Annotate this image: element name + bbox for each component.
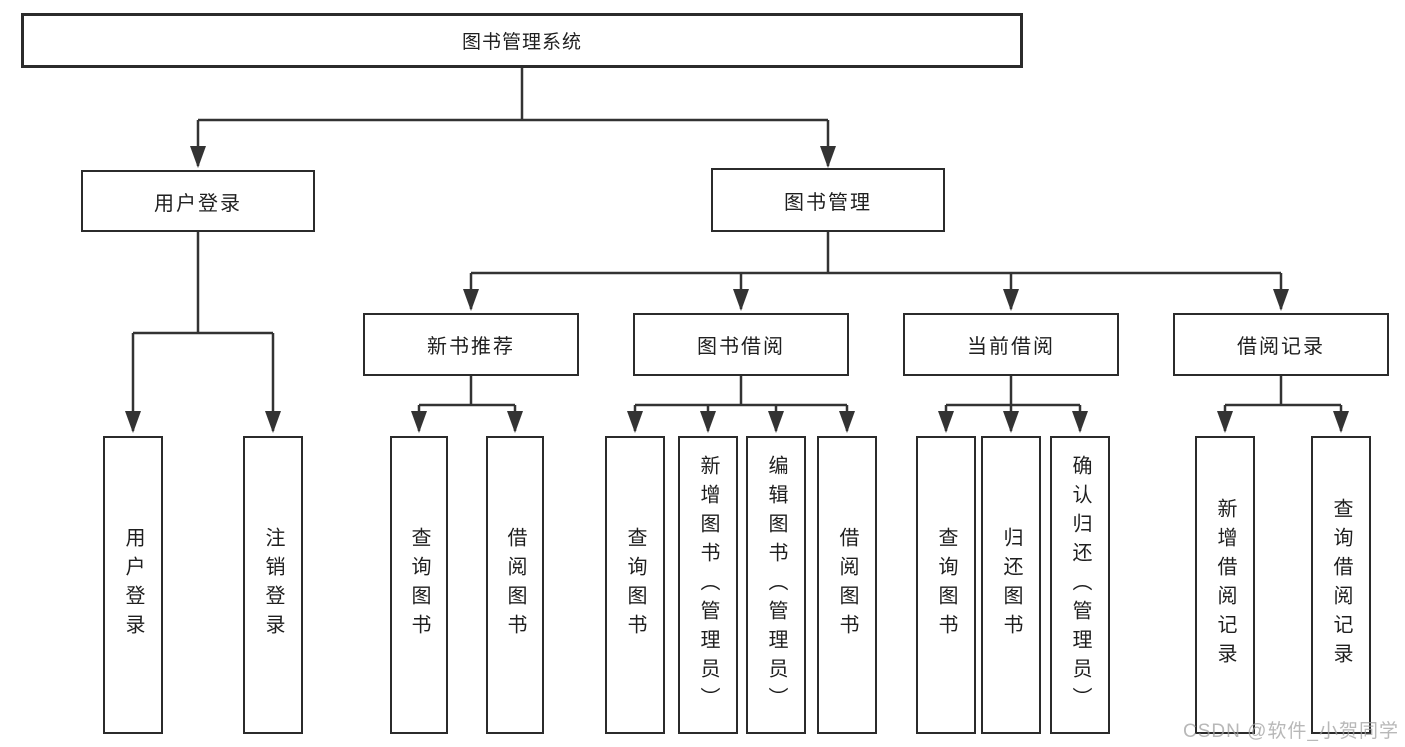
leaf-bb-edit-book-admin: 编辑图书（管理员） [746, 436, 806, 734]
node-root-system: 图书管理系统 [21, 13, 1023, 68]
leaf-cb-return-book-label: 归还图书 [1000, 527, 1022, 643]
node-new-book-recommendation: 新书推荐 [363, 313, 579, 376]
node-user-login-label: 用户登录 [154, 192, 242, 215]
leaf-bb-add-book-admin: 新增图书（管理员） [678, 436, 738, 734]
leaf-bb-query-book-label: 查询图书 [624, 527, 646, 643]
leaf-cb-confirm-return-admin-label: 确认归还（管理员） [1069, 454, 1091, 716]
leaf-user-login-label: 用户登录 [122, 527, 144, 643]
node-root-label: 图书管理系统 [461, 32, 582, 53]
leaf-cb-query-book: 查询图书 [916, 436, 976, 734]
node-book-management: 图书管理 [711, 168, 945, 232]
leaf-cb-query-book-label: 查询图书 [935, 527, 957, 643]
leaf-rec-borrow-book: 借阅图书 [486, 436, 544, 734]
node-borrowing-records: 借阅记录 [1173, 313, 1389, 376]
node-user-login: 用户登录 [81, 170, 315, 232]
leaf-br-add-record-label: 新增借阅记录 [1214, 498, 1236, 672]
leaf-bb-borrow-book: 借阅图书 [817, 436, 877, 734]
node-book-management-label: 图书管理 [784, 191, 872, 214]
leaf-rec-query-book-label: 查询图书 [408, 527, 430, 643]
leaf-bb-edit-book-admin-label: 编辑图书（管理员） [765, 454, 787, 716]
leaf-bb-query-book: 查询图书 [605, 436, 665, 734]
node-book-borrowing: 图书借阅 [633, 313, 849, 376]
leaf-logout-label: 注销登录 [262, 527, 284, 643]
node-book-borrowing-label: 图书借阅 [697, 336, 785, 358]
leaf-user-login: 用户登录 [103, 436, 163, 734]
leaf-rec-query-book: 查询图书 [390, 436, 448, 734]
leaf-br-query-record-label: 查询借阅记录 [1330, 498, 1352, 672]
leaf-br-add-record: 新增借阅记录 [1195, 436, 1255, 734]
leaf-rec-borrow-book-label: 借阅图书 [504, 527, 526, 643]
csdn-watermark: CSDN @软件_小贺同学 [1183, 721, 1399, 742]
leaf-cb-return-book: 归还图书 [981, 436, 1041, 734]
node-current-borrowing: 当前借阅 [903, 313, 1119, 376]
leaf-bb-add-book-admin-label: 新增图书（管理员） [697, 454, 719, 716]
leaf-bb-borrow-book-label: 借阅图书 [836, 527, 858, 643]
node-borrowing-records-label: 借阅记录 [1237, 336, 1325, 358]
leaf-cb-confirm-return-admin: 确认归还（管理员） [1050, 436, 1110, 734]
leaf-logout: 注销登录 [243, 436, 303, 734]
node-current-borrowing-label: 当前借阅 [967, 336, 1055, 358]
leaf-br-query-record: 查询借阅记录 [1311, 436, 1371, 734]
node-new-book-recommendation-label: 新书推荐 [427, 336, 515, 358]
